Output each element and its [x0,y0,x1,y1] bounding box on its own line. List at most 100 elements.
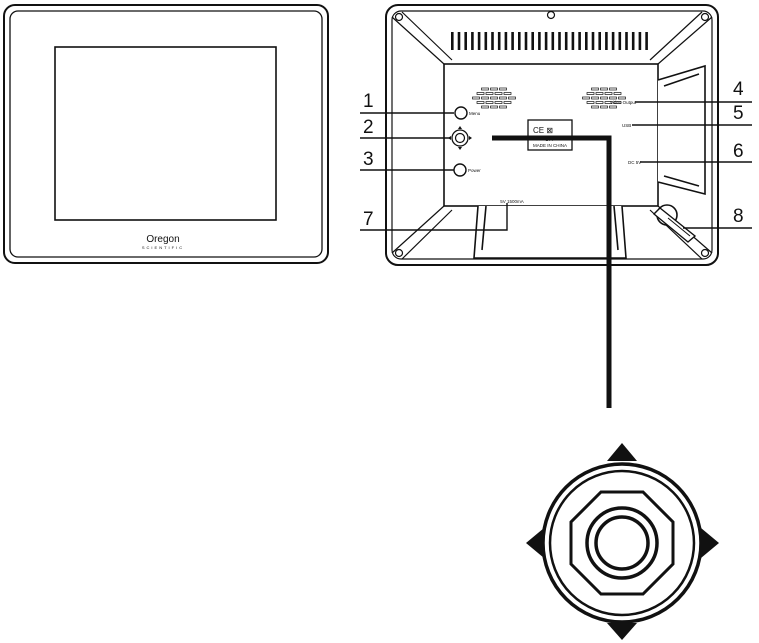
rating-label: CE ⊠ DPF MADE IN CHINA [527,119,573,151]
grille-hole [481,87,489,91]
vent-slot [631,32,635,50]
grille-hole [591,87,599,91]
rating-label-marks: CE ⊠ [533,126,553,135]
joystick-detail [526,443,719,640]
vent-slot [531,32,534,50]
vent-slot [518,32,521,50]
callout-5: 5 [733,103,744,124]
vent-slot [544,32,548,50]
dc-input-label: DC 5V [628,160,641,165]
grille-hole [490,105,498,109]
grille-hole [499,87,507,91]
vent-slot [618,32,622,50]
grille-hole [595,92,604,95]
speaker-grille-right [582,87,626,109]
vent-slot [585,32,588,50]
ventilation-slots [451,32,648,50]
grille-hole [499,105,507,109]
vent-slot [638,32,642,50]
front-screen [54,46,277,221]
grille-hole [481,105,489,109]
grille-hole [481,96,489,100]
vent-slot [551,32,555,50]
grille-hole [490,87,498,91]
grille-hole [485,101,494,104]
zoom-leader-line [492,135,612,408]
grille-hole [609,96,617,100]
side-kickstand [657,64,706,196]
power-button[interactable] [453,163,467,177]
vent-slot [524,32,528,50]
arrow-right-icon[interactable] [701,528,719,558]
callout-1: 1 [363,91,374,112]
usb-port-label: USB [622,123,631,128]
vent-slot [625,32,628,50]
grille-hole [591,96,599,100]
brand-logo: Oregon [146,234,179,245]
arrow-left-icon[interactable] [526,528,544,558]
front-frame-inner [9,10,323,258]
grille-hole [472,96,480,100]
front-view: Oregon SCIENTIFIC [3,4,329,264]
grille-hole [609,87,617,91]
vent-slot [491,32,494,50]
joystick-cap-inner [594,515,650,571]
grille-hole [600,87,608,91]
arrow-down-icon[interactable] [607,623,637,640]
grille-hole [613,92,622,95]
vent-slot [578,32,581,50]
speaker-grille-left [472,87,516,109]
callout-7: 7 [363,209,374,230]
stand-label: 5V 1500mA [500,199,524,204]
grille-hole [503,101,512,104]
screw-top-left [394,12,404,22]
grille-hole [494,101,503,104]
callout-2: 2 [363,117,374,138]
screw-top-right [700,12,710,22]
vent-slot [477,32,481,50]
bottom-stand [473,205,627,259]
vent-slot [605,32,608,50]
power-button-label: Power [468,168,481,173]
joystick-small[interactable] [448,126,472,150]
back-frame-inner [391,10,713,260]
screw-top [546,10,556,20]
vent-slot [538,32,541,50]
menu-button[interactable] [454,106,468,120]
grille-hole [494,92,503,95]
grille-hole [499,96,507,100]
screw-bottom-right [700,248,710,258]
grille-hole [476,92,485,95]
grille-hole [595,101,604,104]
callout-lines [360,101,752,231]
vent-slot [645,32,648,50]
grille-hole [476,101,485,104]
video-output-label: Video Output [610,100,637,105]
grille-hole [591,105,599,109]
grille-hole [618,96,626,100]
menu-button-label: Menu [469,111,481,116]
vent-slot [564,32,568,50]
grille-hole [609,105,617,109]
stand-hinge[interactable] [652,204,697,243]
vent-slot [598,32,601,50]
grille-hole [503,92,512,95]
grille-hole [613,101,622,104]
grille-hole [508,96,516,100]
callout-3: 3 [363,149,374,170]
callout-8: 8 [733,206,744,227]
vent-slot [591,32,595,50]
vent-slot [504,32,508,50]
vent-slot [451,32,454,50]
screw-bottom-left [394,248,404,258]
vent-slot [511,32,514,50]
brand-tagline: SCIENTIFIC [142,245,184,250]
grille-hole [490,96,498,100]
back-view: Menu Power CE ⊠ DPF MADE IN CHINA Video … [385,4,719,266]
callout-6: 6 [733,141,744,162]
vent-slot [484,32,488,50]
arrow-up-icon[interactable] [607,443,637,461]
callout-4: 4 [733,79,744,100]
grille-hole [604,101,613,104]
